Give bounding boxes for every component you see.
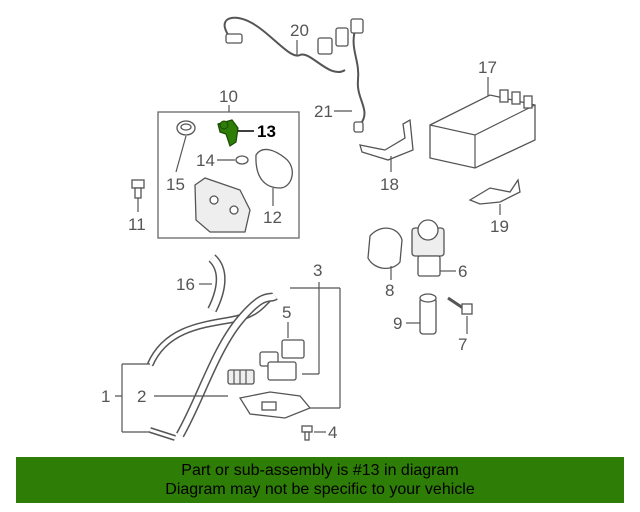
part-info-banner: Part or sub-assembly is #13 in diagram D… — [16, 457, 624, 503]
parts-diagram: 20 21 18 17 19 10 15 13 14 — [101, 16, 536, 442]
part-20-wire-harness — [223, 16, 366, 126]
callout-3: 3 — [313, 261, 322, 280]
callout-6: 6 — [458, 262, 467, 281]
part-17-canister — [429, 89, 536, 169]
part-8-gasket — [367, 227, 403, 269]
part-4-screw — [301, 425, 313, 441]
part-13-highlighted — [217, 119, 239, 147]
callout-12: 12 — [263, 208, 282, 227]
callout-18: 18 — [380, 175, 399, 194]
part-5-valve — [259, 339, 305, 381]
callout-17: 17 — [478, 58, 497, 77]
callout-11: 11 — [128, 215, 146, 234]
callout-15: 15 — [166, 175, 185, 194]
callout-16: 16 — [176, 275, 195, 294]
part-7-bolt — [447, 296, 473, 315]
callout-1: 1 — [101, 387, 110, 406]
callout-21: 21 — [314, 102, 333, 121]
part-12-gasket — [255, 148, 293, 189]
callout-19: 19 — [490, 217, 509, 236]
part-10-housing — [194, 177, 251, 233]
callout-8: 8 — [385, 281, 394, 300]
part-11-bolt — [131, 179, 145, 199]
part-19-bracket — [468, 178, 521, 205]
callout-4: 4 — [328, 423, 337, 442]
part-1-pipe-assembly — [146, 291, 278, 441]
callout-5: 5 — [282, 303, 291, 322]
banner-line-part-number: Part or sub-assembly is #13 in diagram — [181, 462, 459, 479]
part-2-connector — [227, 369, 255, 385]
part-15-cap — [176, 120, 196, 136]
callout-7: 7 — [458, 335, 467, 354]
part-9-tube — [419, 293, 437, 335]
callout-20: 20 — [290, 21, 309, 40]
part-14-o-ring — [235, 155, 249, 165]
part-18-bracket — [359, 118, 414, 161]
banner-line-disclaimer: Diagram may not be specific to your vehi… — [165, 481, 475, 498]
callout-2: 2 — [137, 387, 146, 406]
callout-14: 14 — [196, 151, 215, 170]
callout-10: 10 — [219, 87, 238, 106]
callout-9: 9 — [393, 314, 402, 333]
callout-13: 13 — [257, 122, 276, 141]
part-3-bracket — [238, 391, 312, 419]
part-6-valve — [411, 219, 445, 277]
